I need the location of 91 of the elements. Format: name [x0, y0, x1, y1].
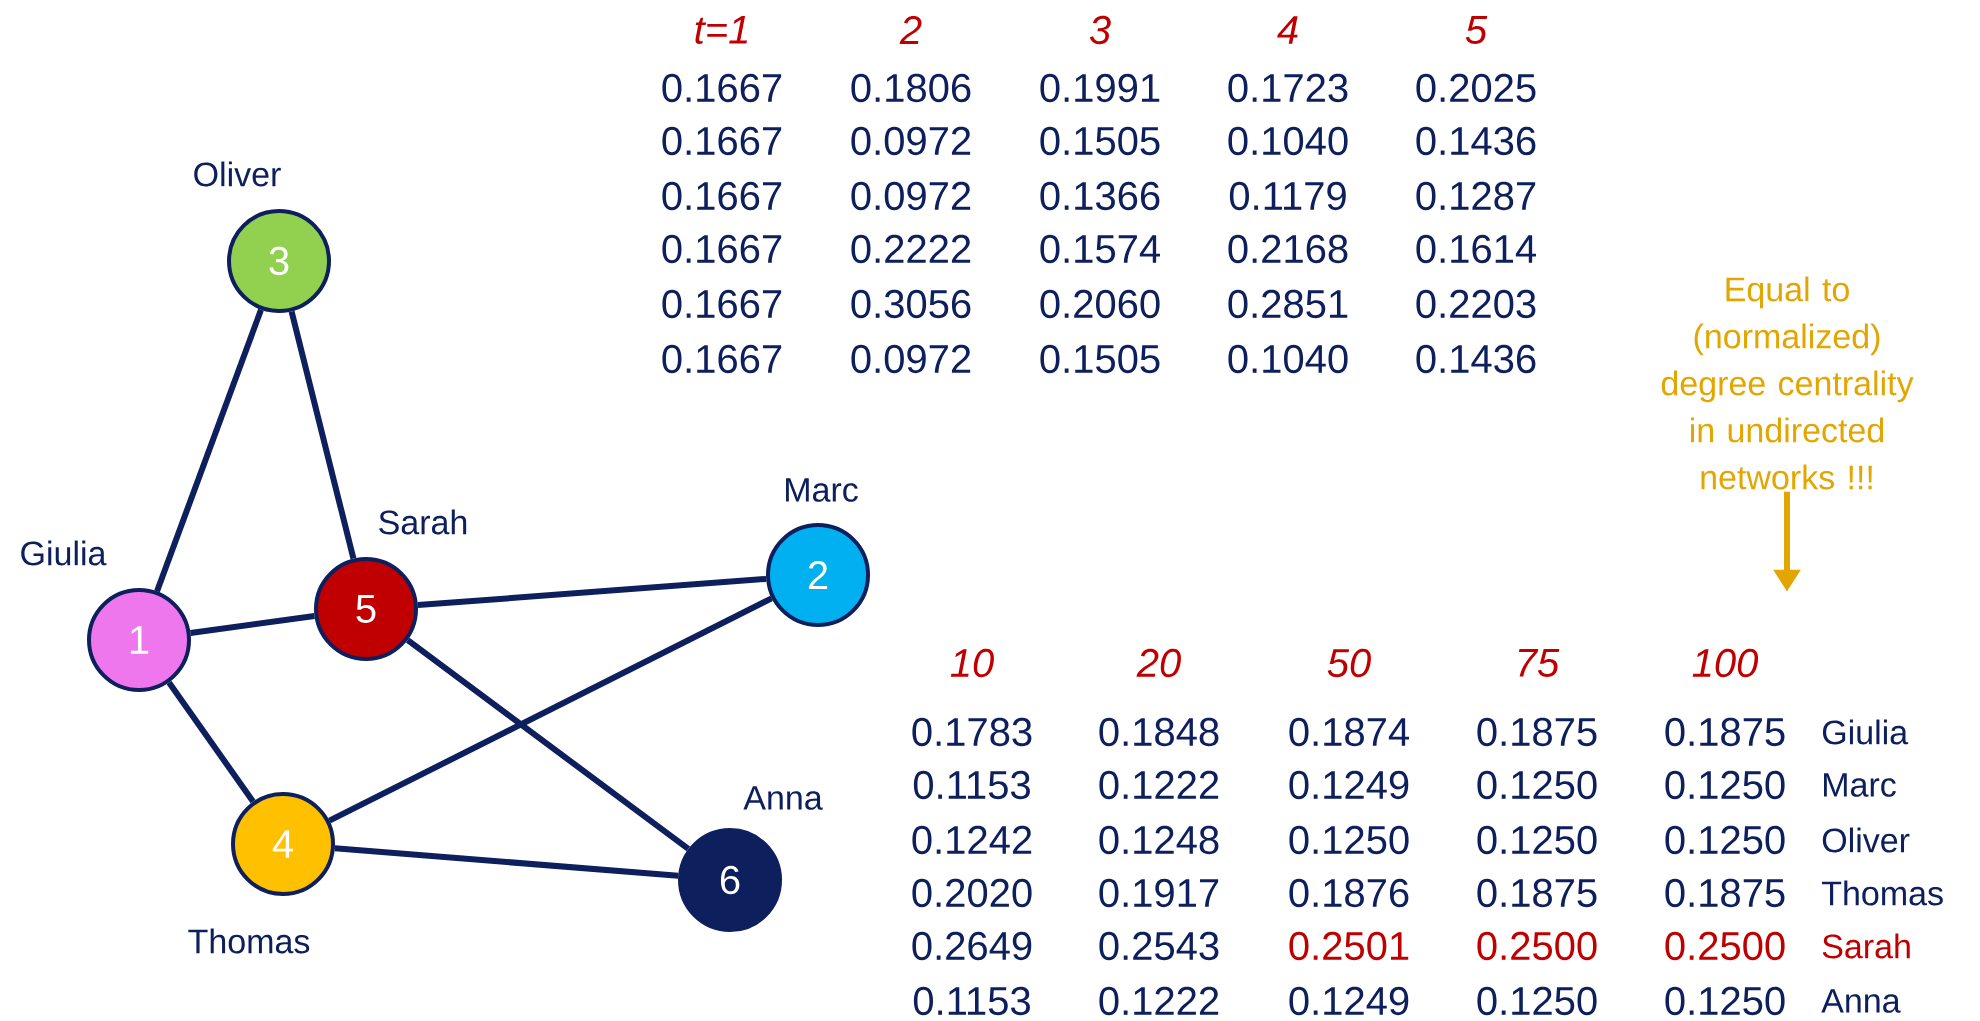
node-label: Thomas [188, 928, 310, 954]
row-label: Marc [1824, 773, 1896, 797]
table-cell: 0.1874 [1289, 717, 1409, 747]
table-cell: 0.1806 [851, 73, 971, 103]
table-cell: 0.1667 [662, 73, 782, 103]
row-label: Giulia [1822, 719, 1909, 745]
column-header: 100 [1692, 648, 1759, 678]
table-cell: 0.1436 [1416, 344, 1536, 374]
connection-line [328, 595, 773, 824]
table-cell: 0.1153 [913, 770, 1030, 800]
column-header: 10 [950, 648, 994, 678]
table-cell: 0.1250 [1665, 825, 1785, 855]
node-label: Sarah [379, 509, 467, 535]
table-cell: 0.1991 [1040, 73, 1160, 103]
table-cell: 0.2500 [1477, 931, 1597, 961]
table-cell: 0.1875 [1665, 717, 1785, 747]
row-label: Thomas [1822, 880, 1943, 906]
table-cell: 0.1505 [1040, 344, 1160, 374]
table-cell: 0.2020 [912, 878, 1032, 908]
column-header: 5 [1465, 16, 1488, 44]
connection-line [405, 637, 691, 852]
column-header: 3 [1089, 15, 1111, 45]
connection-line [288, 310, 357, 560]
table-cell: 0.1040 [1228, 126, 1348, 156]
connection-line [417, 575, 767, 609]
table-cell: 0.2060 [1040, 289, 1160, 319]
node-label: Marc [786, 478, 858, 502]
table-cell: 0.1366 [1040, 181, 1160, 211]
connection-line [190, 613, 315, 636]
table-cell: 0.1667 [662, 344, 782, 374]
row-label: Sarah [1822, 933, 1910, 959]
table-cell: 0.2203 [1416, 289, 1536, 319]
table-cell: 0.1917 [1099, 878, 1219, 908]
connection-line [334, 845, 679, 879]
table-cell: 0.1242 [912, 825, 1032, 855]
table-cell: 0.2500 [1665, 931, 1785, 961]
table-cell: 0.1876 [1289, 878, 1409, 908]
table-cell: 0.1667 [662, 289, 782, 319]
table-cell: 0.1783 [912, 717, 1032, 747]
table-cell: 0.2851 [1228, 289, 1348, 319]
column-header: 2 [899, 16, 922, 44]
table-cell: 0.1287 [1416, 181, 1536, 211]
table-cell: 0.1250 [1477, 770, 1597, 800]
table-cell: 0.3056 [851, 289, 971, 319]
table-cell: 0.2543 [1099, 931, 1219, 961]
column-header: 75 [1518, 649, 1560, 677]
table-cell: 0.2649 [912, 931, 1032, 961]
table-cell: 0.1505 [1040, 126, 1160, 156]
table-cell: 0.1250 [1289, 825, 1409, 855]
column-header: 20 [1136, 648, 1181, 678]
connection-line [166, 680, 256, 804]
node-label: Oliver [194, 161, 281, 187]
node-label: Anna [743, 786, 823, 810]
table-cell: 0.0972 [851, 181, 971, 211]
table-cell: 0.1250 [1477, 825, 1597, 855]
table-cell: 0.1250 [1665, 770, 1785, 800]
table-cell: 0.1250 [1477, 986, 1597, 1016]
table-cell: 0.2222 [851, 234, 971, 264]
table-cell: 0.1667 [662, 126, 782, 156]
table-cell: 0.1179 [1229, 181, 1346, 211]
column-header: 4 [1277, 16, 1298, 44]
row-label: Anna [1821, 989, 1901, 1013]
column-header: 50 [1327, 648, 1371, 678]
table-cell: 0.1153 [913, 986, 1030, 1016]
table-cell: 0.1875 [1477, 717, 1597, 747]
table-cell: 0.1248 [1099, 825, 1219, 855]
table-cell: 0.1614 [1416, 234, 1536, 264]
table-cell: 0.1249 [1289, 770, 1409, 800]
table-cell: 0.1249 [1289, 986, 1409, 1016]
table-cell: 0.1723 [1228, 73, 1348, 103]
table-cell: 0.1875 [1665, 878, 1785, 908]
table-cell: 0.1222 [1099, 986, 1219, 1016]
table-cell: 0.2025 [1416, 73, 1536, 103]
node-label: Giulia [21, 540, 107, 566]
table-cell: 0.1040 [1228, 344, 1348, 374]
table-cell: 0.1250 [1665, 986, 1785, 1016]
table-cell: 0.1667 [662, 181, 782, 211]
table-cell: 0.1848 [1099, 717, 1219, 747]
table-cell: 0.1436 [1416, 126, 1536, 156]
table-cell: 0.1875 [1477, 878, 1597, 908]
column-header: t=1 [695, 16, 747, 44]
annotation-text: Equal to (normalized) degree centrality in undirected networks !!! [1661, 276, 1914, 490]
table-cell: 0.2501 [1289, 931, 1409, 961]
table-cell: 0.0972 [851, 126, 971, 156]
table-cell: 0.2168 [1228, 234, 1348, 264]
row-label: Oliver [1822, 827, 1910, 853]
table-cell: 0.1574 [1040, 234, 1160, 264]
table-cell: 0.0972 [851, 344, 971, 374]
connection-line [154, 308, 264, 593]
table-cell: 0.1222 [1099, 770, 1219, 800]
table-cell: 0.1667 [662, 234, 782, 264]
